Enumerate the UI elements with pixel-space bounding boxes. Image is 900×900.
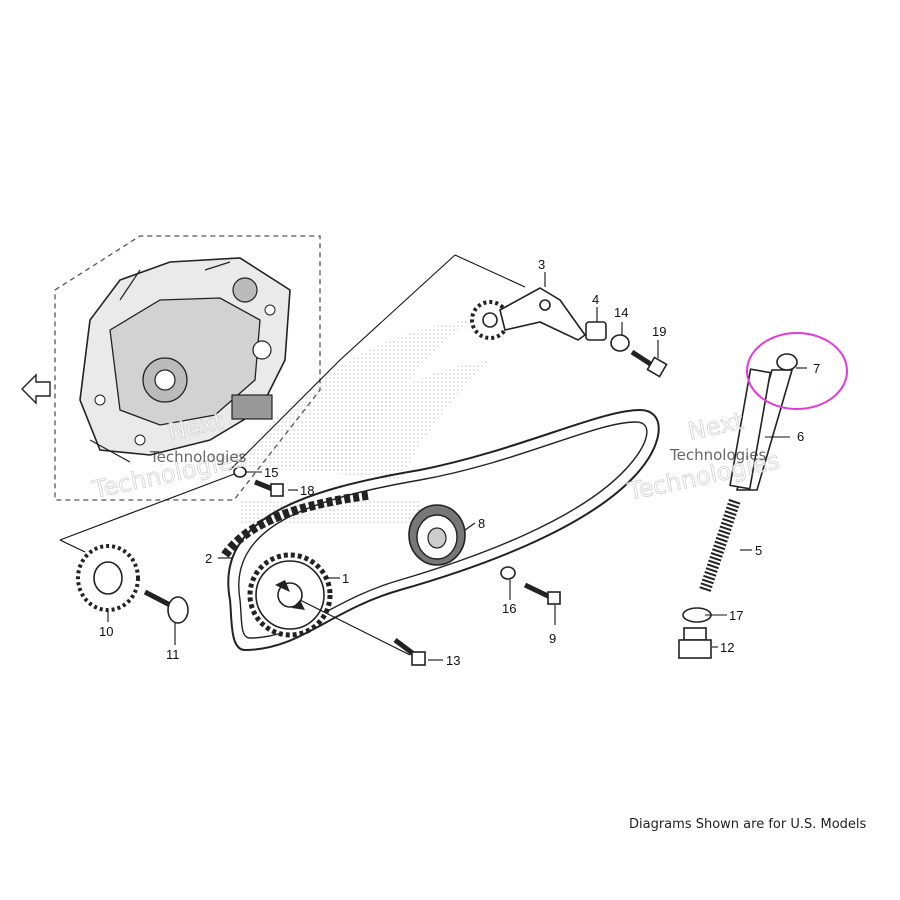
callout-labels: 1 2 3 4 5 6 7 8 9 10 11 12 13 14 15 16 1… xyxy=(99,257,820,668)
callout-10: 10 xyxy=(99,624,113,639)
part-11-bolt xyxy=(143,589,189,624)
callout-6: 6 xyxy=(797,429,804,444)
watermark-line-3: Next xyxy=(685,407,746,446)
part-12-sealing-bolt xyxy=(678,627,712,659)
callout-18: 18 xyxy=(300,483,314,498)
callout-8: 8 xyxy=(478,516,485,531)
part-5-spring xyxy=(699,498,741,592)
callout-2: 2 xyxy=(205,551,212,566)
part-14-washer xyxy=(610,334,630,352)
part-19-bolt xyxy=(630,349,668,378)
assembly-guide-lines xyxy=(59,254,526,553)
part-1-sprocket xyxy=(247,552,333,638)
callout-16: 16 xyxy=(502,601,516,616)
callout-4: 4 xyxy=(592,292,599,307)
callout-19: 19 xyxy=(652,324,666,339)
callout-leaders xyxy=(107,272,807,661)
callout-7: 7 xyxy=(813,361,820,376)
front-arrow-icon xyxy=(21,373,51,405)
callout-9: 9 xyxy=(549,631,556,646)
part-4-collar xyxy=(585,321,607,341)
callout-5: 5 xyxy=(755,543,762,558)
part-18-bolt xyxy=(254,479,284,497)
part-6-lifter-rod xyxy=(729,368,794,491)
part-7-cap xyxy=(776,353,798,371)
part-10-drive-sprocket xyxy=(76,544,140,612)
callout-15: 15 xyxy=(264,465,278,480)
part-16-washer xyxy=(500,566,516,580)
callout-11: 11 xyxy=(166,647,180,662)
highlight-circle xyxy=(746,332,848,410)
callout-14: 14 xyxy=(614,305,628,320)
callout-17: 17 xyxy=(729,608,743,623)
part-13-bolt xyxy=(393,638,426,666)
callout-13: 13 xyxy=(446,653,460,668)
engine-case-drawing xyxy=(79,257,291,463)
part-3-guide-arm xyxy=(470,287,587,341)
callout-1: 1 xyxy=(342,571,349,586)
watermark-small-line-2: Technologies xyxy=(669,446,767,464)
part-9-bolt xyxy=(523,582,561,605)
callout-3: 3 xyxy=(538,257,545,272)
callout-12: 12 xyxy=(720,640,734,655)
engine-case-view xyxy=(54,235,321,501)
footer-note: Diagrams Shown are for U.S. Models xyxy=(629,817,867,832)
watermark-small-line-1: Technologies xyxy=(149,448,247,466)
part-8-roller xyxy=(408,504,466,566)
